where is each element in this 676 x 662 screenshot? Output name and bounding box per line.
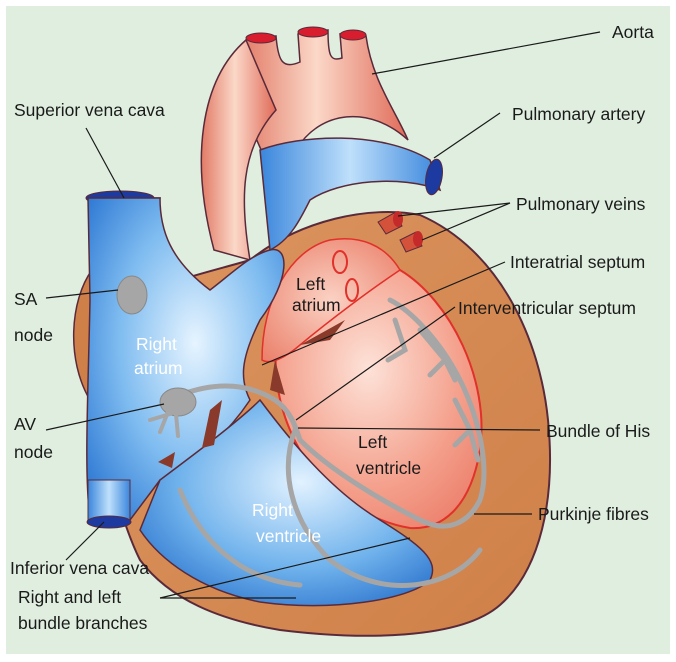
label-left-ventricle-line2: ventricle xyxy=(356,458,421,478)
aorta-opening-3 xyxy=(340,30,366,40)
label-interventricular-septum: Interventricular septum xyxy=(458,298,636,318)
label-aorta: Aorta xyxy=(612,22,654,42)
label-inferior-vena-cava: Inferior vena cava xyxy=(10,558,149,578)
aorta-opening-2 xyxy=(298,27,328,37)
label-av-node-line1: AV xyxy=(14,414,36,434)
pulmonary-vein-1-opening xyxy=(393,211,403,227)
label-superior-vena-cava: Superior vena cava xyxy=(14,100,165,120)
pulmonary-vein-2-opening xyxy=(413,231,423,247)
sa-node xyxy=(117,276,147,314)
label-right-atrium-line1: Right xyxy=(136,334,177,354)
label-bundle-branches-line2: bundle branches xyxy=(18,613,148,633)
ivc-opening xyxy=(87,516,131,528)
label-bundle-branches-line1: Right and left xyxy=(18,587,121,607)
label-bundle-of-his: Bundle of His xyxy=(546,421,650,441)
label-sa-node-line2: node xyxy=(14,325,53,345)
label-left-ventricle-line1: Left xyxy=(358,432,387,452)
label-pulmonary-artery: Pulmonary artery xyxy=(512,104,645,124)
label-right-atrium-line2: atrium xyxy=(134,358,183,378)
label-interatrial-septum: Interatrial septum xyxy=(510,252,645,272)
av-node xyxy=(160,388,196,416)
label-av-node-line2: node xyxy=(14,442,53,462)
label-purkinje-fibres: Purkinje fibres xyxy=(538,504,649,524)
label-right-ventricle-line2: ventricle xyxy=(256,526,321,546)
label-right-ventricle-line1: Right xyxy=(252,500,293,520)
label-sa-node-line1: SA xyxy=(14,289,38,309)
label-pulmonary-veins: Pulmonary veins xyxy=(516,194,646,214)
aorta-opening-1 xyxy=(246,33,276,43)
label-left-atrium-line2: atrium xyxy=(292,295,341,315)
label-left-atrium-line1: Left xyxy=(296,274,325,294)
